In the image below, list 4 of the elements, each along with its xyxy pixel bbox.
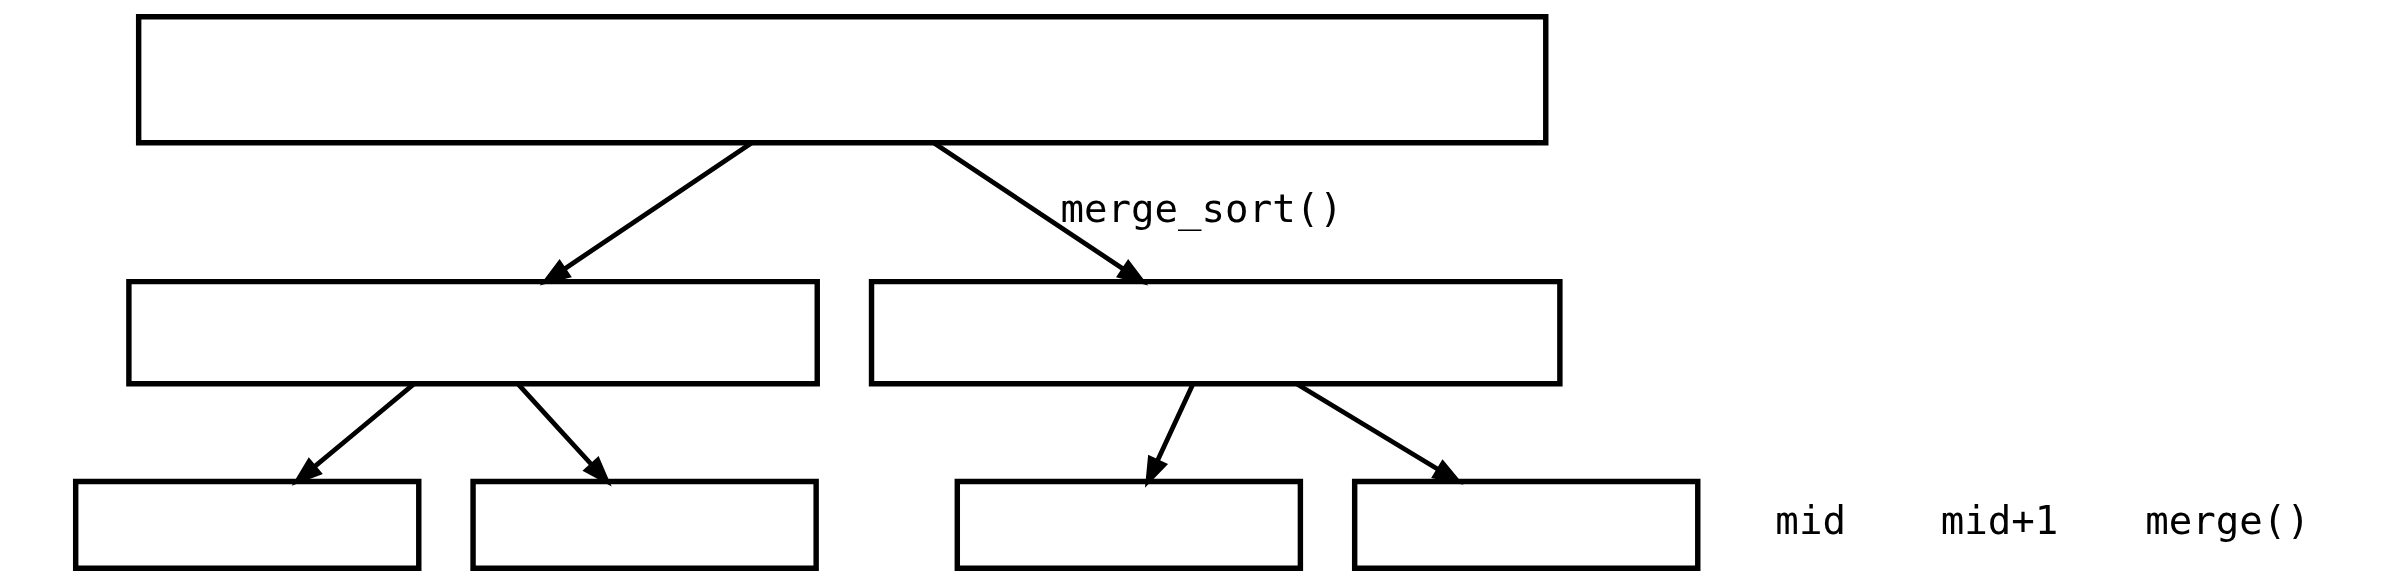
label: merge() [2144, 498, 2310, 544]
label: mid+1 [1940, 498, 2058, 544]
label: mid [1774, 498, 1846, 544]
edge-label: merge_sort() [1059, 185, 1343, 231]
